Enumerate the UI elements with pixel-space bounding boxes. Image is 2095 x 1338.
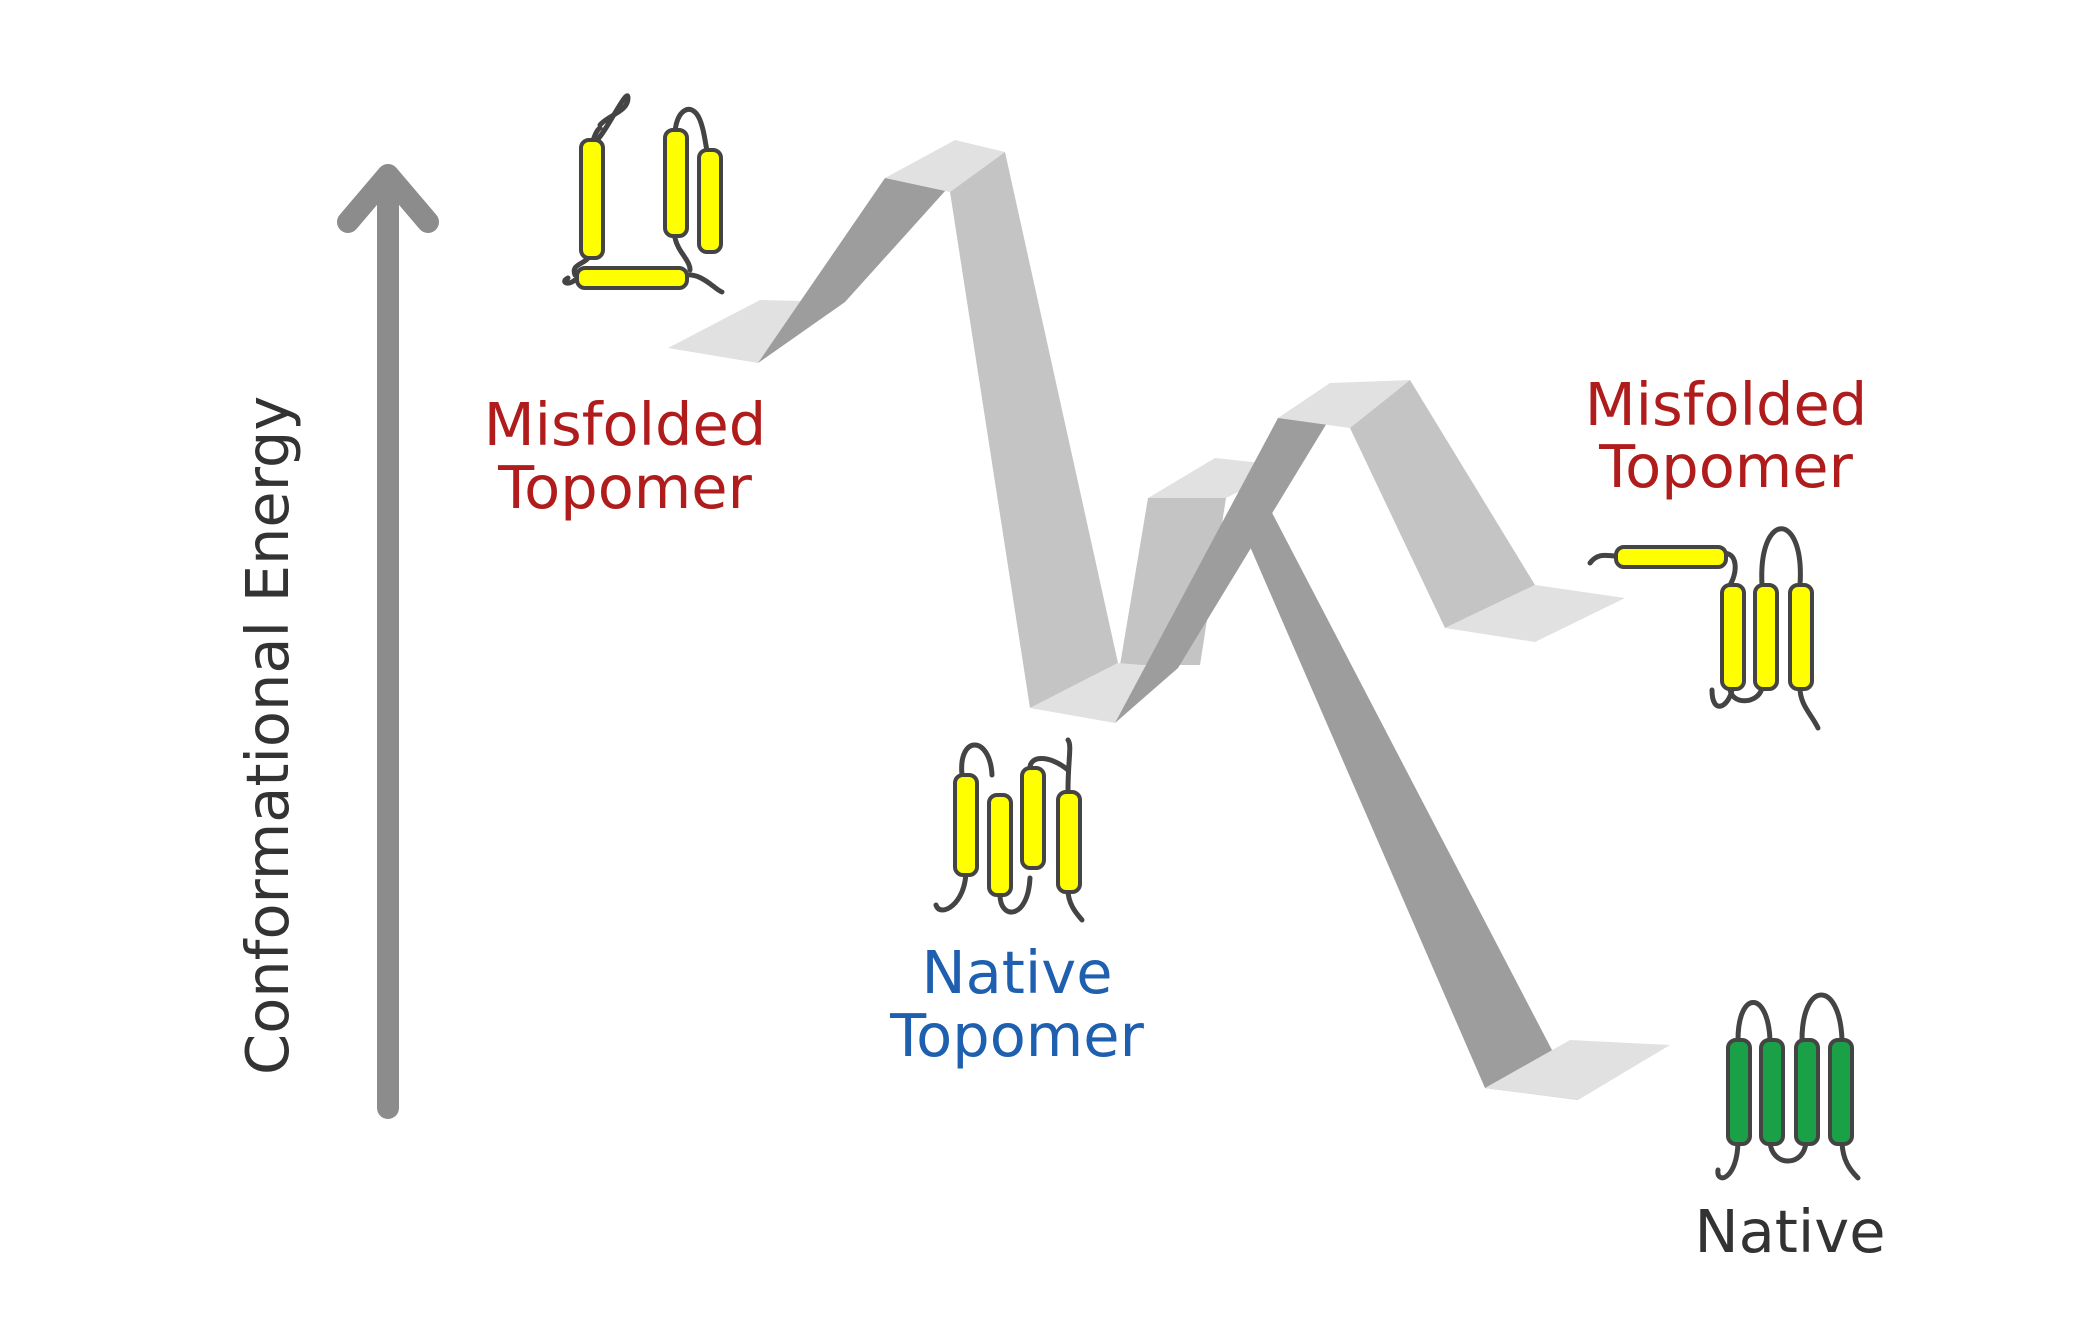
energy-ribbon bbox=[668, 140, 1670, 1100]
ribbon-top bbox=[1278, 380, 1410, 428]
helix-rect bbox=[1753, 583, 1779, 691]
misfolded-topomer-right-structure bbox=[1587, 526, 1821, 731]
label-line: Native bbox=[921, 938, 1112, 1007]
label-line: Topomer bbox=[889, 1001, 1144, 1070]
native-structure bbox=[1715, 992, 1861, 1181]
helix-rect bbox=[1720, 583, 1746, 691]
helix-rect bbox=[1828, 1038, 1854, 1146]
label-misfolded-topomer-right: Misfolded Topomer bbox=[1585, 370, 1868, 501]
ribbon-dark bbox=[1235, 505, 1578, 1100]
energy-axis-arrow bbox=[337, 164, 439, 1119]
helix-rect bbox=[1614, 545, 1728, 569]
helix-rect bbox=[1794, 1038, 1820, 1146]
helix-rect bbox=[953, 773, 979, 877]
helix-rect bbox=[575, 266, 689, 290]
helix-rect bbox=[697, 148, 723, 254]
helix-rect bbox=[1020, 766, 1046, 870]
helix-rect bbox=[987, 793, 1013, 897]
label-line: Topomer bbox=[1598, 432, 1853, 501]
label-native-topomer: Native Topomer bbox=[889, 938, 1144, 1070]
label-native: Native bbox=[1694, 1197, 1885, 1266]
label-line: Topomer bbox=[497, 453, 752, 522]
misfolded-topomer-left-structure bbox=[562, 93, 725, 295]
ribbon-top bbox=[1485, 1040, 1670, 1100]
ribbon-face bbox=[950, 152, 1118, 708]
ribbon-top bbox=[1445, 585, 1625, 642]
helix-rect bbox=[579, 138, 605, 260]
helix-rect bbox=[1056, 790, 1082, 894]
native-topomer-structure bbox=[933, 737, 1085, 923]
ribbon-top bbox=[885, 140, 1005, 192]
helix-rect bbox=[1726, 1038, 1752, 1146]
helix-rect bbox=[1788, 583, 1814, 691]
ribbon-dark bbox=[758, 178, 955, 363]
helix-rect bbox=[1759, 1038, 1785, 1146]
label-line: Misfolded bbox=[484, 390, 767, 459]
axis-label: Conformational Energy bbox=[233, 396, 302, 1075]
label-line: Misfolded bbox=[1585, 370, 1868, 439]
label-misfolded-topomer-left: Misfolded Topomer bbox=[484, 390, 767, 522]
ribbon-face bbox=[1350, 380, 1535, 628]
ribbon-dark bbox=[1115, 418, 1330, 723]
helix-rect bbox=[663, 128, 689, 238]
